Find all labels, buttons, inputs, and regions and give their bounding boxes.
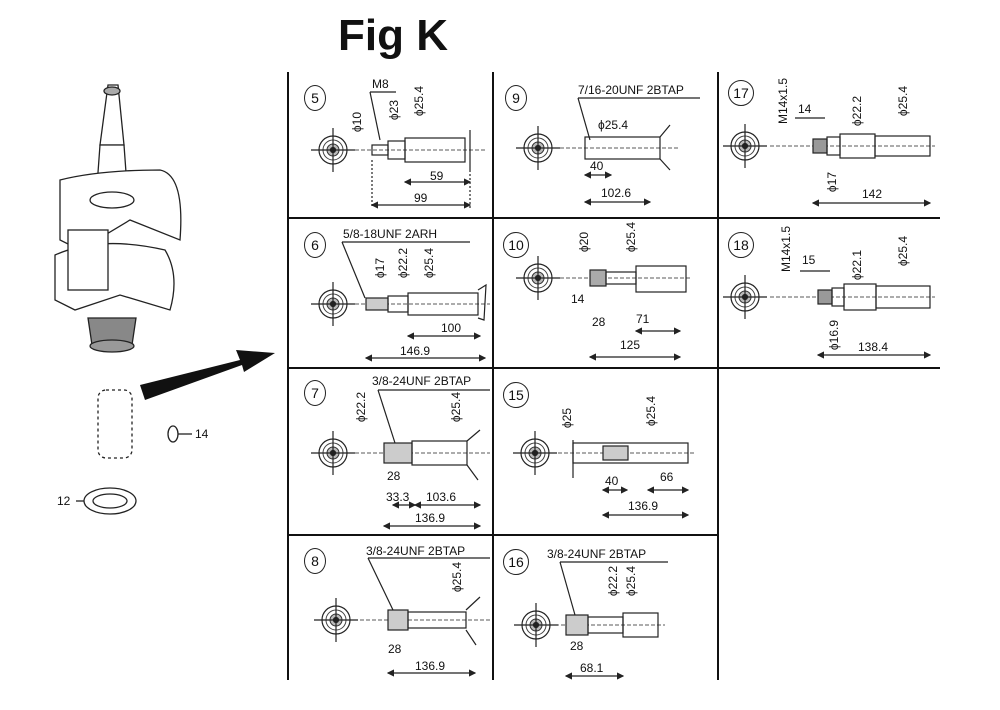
table-grid [287, 72, 940, 680]
dimension-label: 15 [802, 253, 816, 267]
dimension-label: 14 [798, 102, 812, 116]
dimension-label: ϕ20 [577, 232, 591, 253]
thread-label: M8 [372, 77, 389, 91]
cell-number: 17 [728, 80, 754, 106]
cell-number: 7 [304, 380, 326, 406]
cell-number: 10 [503, 232, 529, 258]
thread-label: 5/8-18UNF 2ARH [343, 227, 438, 241]
dimension-label: 68.1 [580, 661, 604, 675]
dimension-label: ϕ25.4 [598, 118, 629, 132]
dimension-label: ϕ25.4 [450, 562, 464, 593]
dimension-label: ϕ17 [825, 172, 839, 193]
dimension-label: 142 [862, 187, 883, 201]
cell-number: 18 [728, 232, 754, 258]
dimension-label: ϕ23 [387, 100, 401, 121]
dimension-label: 136.9 [415, 659, 446, 673]
dimension-label: 138.4 [858, 340, 889, 354]
dimension-label: 102.6 [601, 186, 632, 200]
dimension-label: 28 [387, 469, 401, 483]
thread-label: 3/8-24UNF 2BTAP [372, 374, 472, 388]
thread-label: 3/8-24UNF 2BTAP [547, 547, 647, 561]
dimension-label: ϕ25.4 [449, 392, 463, 423]
dimension-label: 146.9 [400, 344, 431, 358]
thread-label: M14x1.5 [779, 226, 793, 273]
dimension-label: ϕ10 [350, 112, 364, 133]
dimension-label: 125 [620, 338, 641, 352]
dimension-label: ϕ22.2 [396, 248, 410, 279]
dimension-label: 59 [430, 169, 444, 183]
dimension-label: ϕ17 [373, 258, 387, 279]
cell-number: 8 [304, 548, 326, 574]
dimension-label: ϕ25.4 [624, 566, 638, 597]
dimension-label: ϕ25.4 [644, 396, 658, 427]
dimension-label: ϕ22.1 [850, 250, 864, 281]
cell-number: 6 [304, 232, 326, 258]
dimension-label: 100 [441, 321, 462, 335]
dimension-label: 28 [570, 639, 584, 653]
callout-part-12: 12 [57, 494, 71, 508]
dimension-label: 40 [605, 474, 619, 488]
dimension-label: 136.9 [415, 511, 446, 525]
cell-number: 16 [503, 549, 529, 575]
dimension-label: 136.9 [628, 499, 659, 513]
dimension-label: ϕ22.2 [354, 392, 368, 423]
dimension-label: 40 [590, 159, 604, 173]
cell-number: 15 [503, 382, 529, 408]
dimension-label: ϕ25.4 [412, 86, 426, 117]
dimension-label: ϕ25.4 [896, 86, 910, 117]
dimension-label: 33.3 [386, 490, 410, 504]
thread-label: 7/16-20UNF 2BTAP [578, 83, 684, 97]
dimension-label: 28 [388, 642, 402, 656]
dimension-label: 71 [636, 312, 650, 326]
crankshaft-illustration [54, 84, 192, 515]
cell-number: 5 [304, 85, 326, 111]
dimension-label: ϕ22.2 [850, 96, 864, 127]
dimension-label: ϕ25 [560, 408, 574, 429]
thread-label: M14x1.5 [776, 78, 790, 125]
arrow-icon [140, 350, 275, 400]
dimension-label: 103.6 [426, 490, 457, 504]
dimension-label: 28 [592, 315, 606, 329]
thread-label: 3/8-24UNF 2BTAP [366, 544, 466, 558]
dimension-label: ϕ25.4 [896, 236, 910, 267]
dimension-label: ϕ16.9 [827, 320, 841, 351]
dimension-label: ϕ22.2 [606, 566, 620, 597]
dimension-label: 66 [660, 470, 674, 484]
dimension-label: 99 [414, 191, 428, 205]
figure-title: Fig K [338, 11, 448, 60]
dimension-label: ϕ25.4 [624, 222, 638, 253]
cell-number: 9 [505, 85, 527, 111]
dimension-label: 14 [571, 292, 585, 306]
callout-part-14: 14 [195, 427, 209, 441]
dimension-label: ϕ25.4 [422, 248, 436, 279]
